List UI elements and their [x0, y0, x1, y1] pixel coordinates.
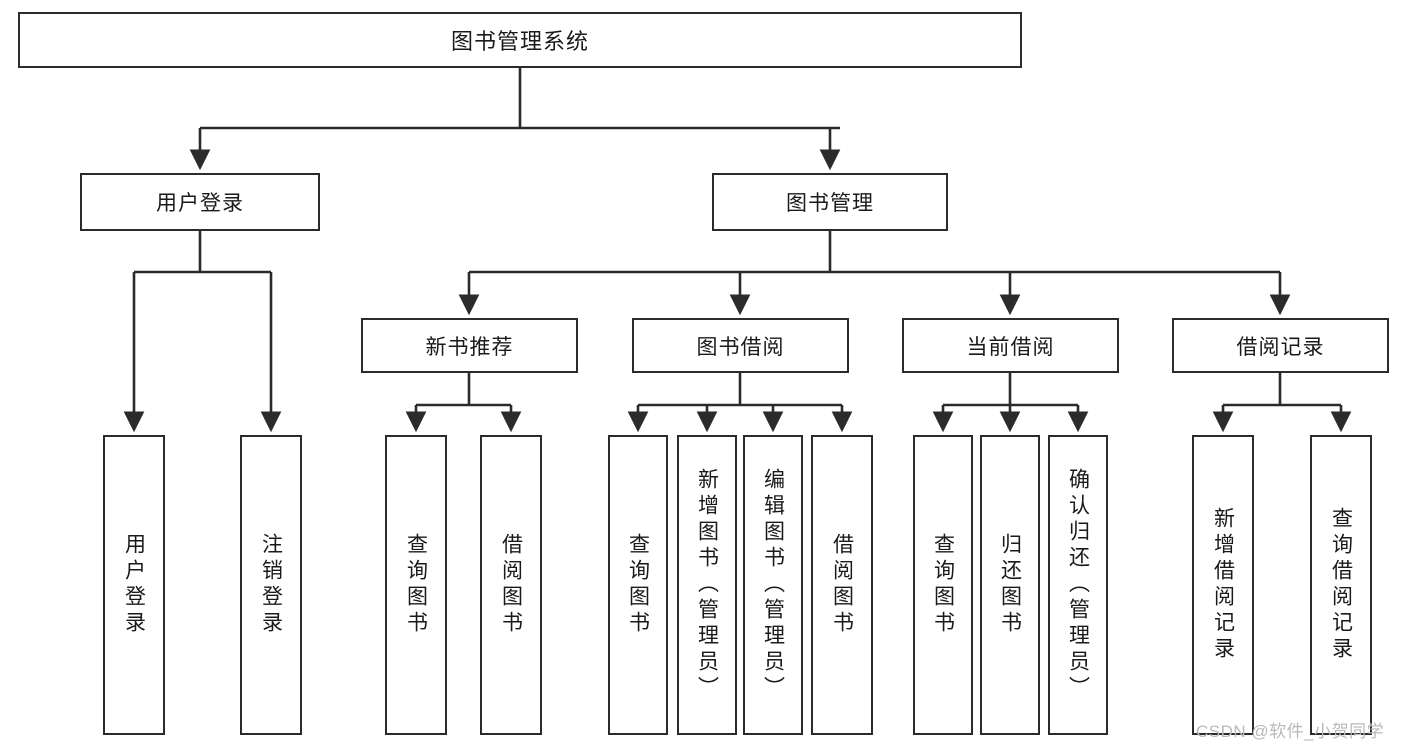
node-leaf-query-book-3-label: 查询图书 [931, 533, 955, 637]
node-new-book-recommend[interactable]: 新书推荐 [361, 318, 578, 373]
node-root[interactable]: 图书管理系统 [18, 12, 1022, 68]
node-leaf-borrow-book-2-label: 借阅图书 [830, 533, 854, 637]
node-leaf-borrow-book-2[interactable]: 借阅图书 [811, 435, 873, 735]
node-leaf-borrow-book-1[interactable]: 借阅图书 [480, 435, 542, 735]
node-book-manage-label: 图书管理 [786, 192, 874, 215]
node-leaf-add-book-label: 新增图书（管理员） [695, 468, 719, 702]
node-leaf-return-book[interactable]: 归还图书 [980, 435, 1040, 735]
node-book-borrow-label: 图书借阅 [696, 335, 785, 359]
watermark: CSDN @软件_小贺同学 [1196, 722, 1385, 741]
node-leaf-confirm-return[interactable]: 确认归还（管理员） [1048, 435, 1108, 735]
node-leaf-query-book-2-label: 查询图书 [626, 533, 650, 637]
node-leaf-confirm-return-label: 确认归还（管理员） [1066, 468, 1090, 702]
node-leaf-query-book-1[interactable]: 查询图书 [385, 435, 447, 735]
node-leaf-return-book-label: 归还图书 [998, 533, 1022, 637]
node-leaf-query-book-2[interactable]: 查询图书 [608, 435, 668, 735]
node-leaf-add-book[interactable]: 新增图书（管理员） [677, 435, 737, 735]
node-leaf-query-record[interactable]: 查询借阅记录 [1310, 435, 1372, 735]
node-leaf-query-record-label: 查询借阅记录 [1329, 507, 1353, 663]
node-current-borrow-label: 当前借阅 [966, 335, 1055, 359]
node-leaf-user-login[interactable]: 用户登录 [103, 435, 165, 735]
node-leaf-query-book-3[interactable]: 查询图书 [913, 435, 973, 735]
node-leaf-user-logout[interactable]: 注销登录 [240, 435, 302, 735]
node-leaf-borrow-book-1-label: 借阅图书 [499, 533, 523, 637]
node-leaf-add-record-label: 新增借阅记录 [1211, 507, 1235, 663]
node-root-label: 图书管理系统 [450, 29, 589, 54]
node-book-borrow[interactable]: 图书借阅 [632, 318, 849, 373]
node-borrow-record[interactable]: 借阅记录 [1172, 318, 1389, 373]
node-leaf-edit-book-label: 编辑图书（管理员） [761, 468, 785, 702]
node-leaf-user-login-label: 用户登录 [122, 533, 146, 637]
node-leaf-user-logout-label: 注销登录 [259, 533, 283, 637]
node-user-login[interactable]: 用户登录 [80, 173, 320, 231]
node-leaf-query-book-1-label: 查询图书 [404, 533, 428, 637]
node-user-login-label: 用户登录 [156, 192, 244, 215]
node-new-book-recommend-label: 新书推荐 [425, 335, 514, 359]
node-book-manage[interactable]: 图书管理 [712, 173, 948, 231]
node-borrow-record-label: 借阅记录 [1236, 335, 1325, 359]
node-leaf-edit-book[interactable]: 编辑图书（管理员） [743, 435, 803, 735]
node-leaf-add-record[interactable]: 新增借阅记录 [1192, 435, 1254, 735]
node-current-borrow[interactable]: 当前借阅 [902, 318, 1119, 373]
